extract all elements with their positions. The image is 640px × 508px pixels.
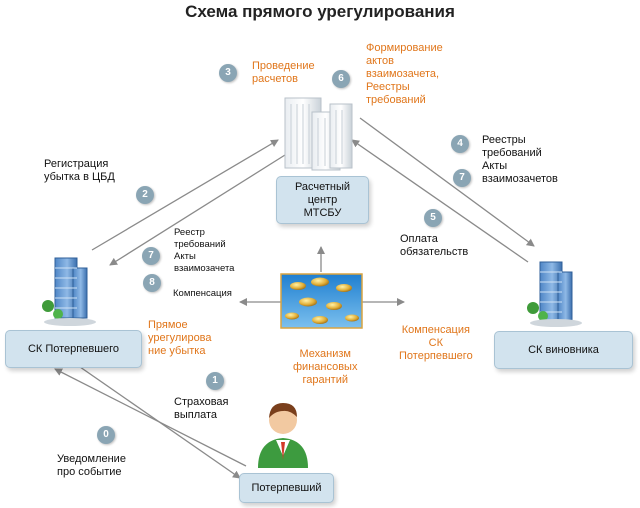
arrows [54, 117, 535, 479]
label-notification: Уведомление про событие [57, 453, 126, 478]
step-badge-0: 0 [97, 426, 115, 444]
arrow-victim-to-victim-company [54, 368, 247, 467]
settlement-center-box[interactable]: Расчетный центр МТСБУ [276, 176, 369, 224]
arrow-culprit-to-center [351, 139, 529, 263]
step-badge-2: 2 [136, 186, 154, 204]
label-payment: Оплата обязательств [400, 233, 469, 258]
person-icon [258, 403, 308, 468]
label-guarantee-mechanism: Механизм финансовых гарантий [293, 348, 358, 386]
label-direct-settlement: Прямое урегулирова ние убытка [148, 319, 212, 357]
office-building-icon [284, 97, 353, 171]
label-settlements: Проведение расчетов [252, 60, 315, 85]
step-badge-6: 6 [332, 70, 350, 88]
culprit-company-building-icon [527, 261, 582, 327]
arrow-victim-company-to-victim [69, 359, 241, 479]
arrow-victim-to-center [91, 139, 279, 251]
coins-image [280, 273, 363, 329]
arrow-center-to-victim [109, 154, 286, 266]
label-forming-acts: Формирование актов взаимозачета, Реестры… [366, 42, 443, 106]
step-badge-1: 1 [206, 372, 224, 390]
diagram-title: Схема прямого урегулирования [185, 2, 455, 21]
step-badge-5: 5 [424, 209, 442, 227]
label-insurance-payment: Страховая выплата [174, 396, 229, 421]
step-badge-4: 4 [451, 135, 469, 153]
victim-company-box[interactable]: СК Потерпевшего [5, 330, 142, 368]
arrow-center-to-culprit [359, 117, 535, 247]
victim-box[interactable]: Потерпевший [239, 473, 334, 503]
label-compensation-sk: Компенсация СК Потерпевшего [399, 324, 473, 362]
label-compensation: Компенсация [173, 288, 232, 299]
label-registration: Регистрация убытка в ЦБД [44, 158, 115, 183]
step-badge-3: 3 [219, 64, 237, 82]
step-badge-8: 8 [143, 274, 161, 292]
step-badge-7-right: 7 [453, 169, 471, 187]
label-registers-acts: Реестры требований Акты взаимозачетов [482, 134, 558, 185]
victim-company-building-icon [42, 257, 96, 326]
label-registry-acts: Реестр требований Акты взаимозачета [174, 227, 235, 274]
culprit-company-box[interactable]: СК виновника [494, 331, 633, 369]
step-badge-7-left: 7 [142, 247, 160, 265]
